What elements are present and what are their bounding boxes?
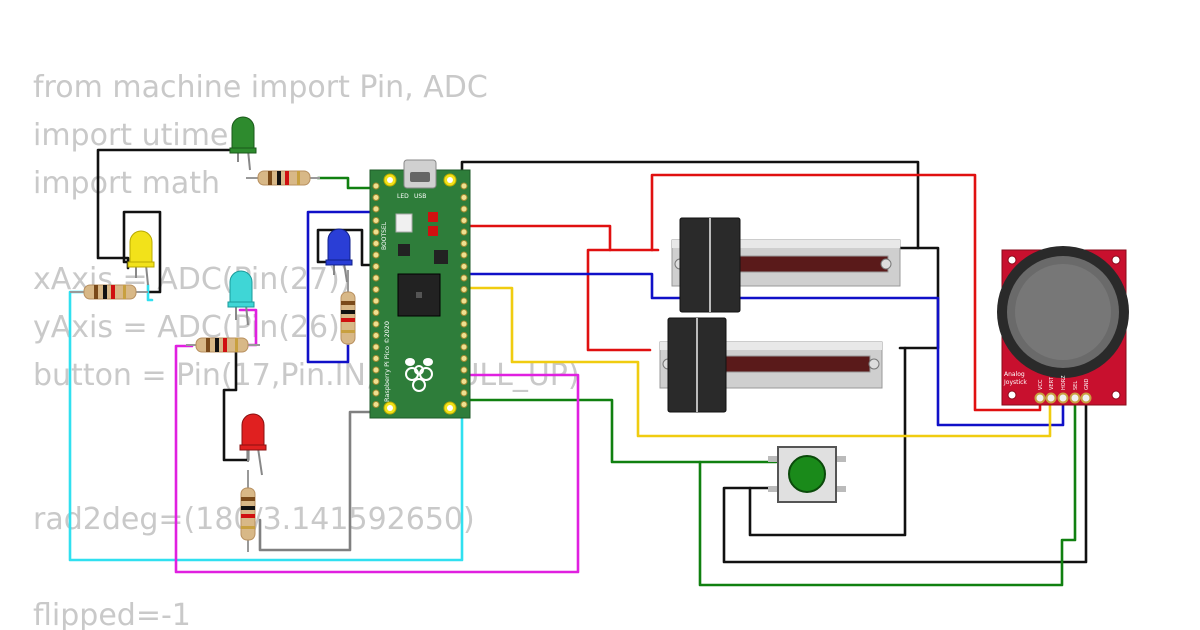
wire-black-button[interactable] xyxy=(748,346,907,537)
pico-pin[interactable] xyxy=(372,297,380,305)
joystick-label-1: Analog xyxy=(1004,371,1025,378)
wire-red-pot2[interactable] xyxy=(586,248,652,352)
raspberry-logo-icon xyxy=(405,358,433,392)
resistor-red-led[interactable] xyxy=(240,470,256,552)
pico-pin[interactable] xyxy=(460,401,468,408)
code-line: yAxis = ADC(Pin(26)) xyxy=(33,310,352,345)
pico-label: Raspberry Pi Pico ©2020 xyxy=(383,321,391,402)
pico-pin[interactable] xyxy=(372,263,380,270)
pico-pin[interactable] xyxy=(372,309,380,316)
bootsel-button[interactable] xyxy=(395,213,413,233)
code-line: from machine import Pin, ADC xyxy=(33,70,488,105)
pico-pin[interactable] xyxy=(372,240,380,247)
resistor-green-led[interactable] xyxy=(246,170,320,186)
blue-led[interactable] xyxy=(325,228,353,283)
pico-pin[interactable] xyxy=(460,217,468,224)
pico-pin[interactable] xyxy=(460,228,468,236)
wire-blue-adc[interactable] xyxy=(460,272,1065,427)
wire-yellow-adc[interactable] xyxy=(460,286,1052,438)
pico-pin[interactable] xyxy=(460,366,468,374)
pico-pin[interactable] xyxy=(372,332,380,339)
resistor-cyan-led[interactable] xyxy=(186,337,260,353)
pico-pin[interactable] xyxy=(460,182,468,190)
joystick-pin-label: VERT xyxy=(1049,376,1055,390)
pico-pin[interactable] xyxy=(372,355,380,362)
green-led[interactable] xyxy=(229,116,257,171)
pico-pin[interactable] xyxy=(372,194,380,201)
slide-potentiometer-2[interactable] xyxy=(659,317,883,413)
push-button[interactable] xyxy=(768,446,846,503)
wire-green-joy-sel[interactable] xyxy=(698,396,1077,587)
pico-pin[interactable] xyxy=(372,343,380,351)
pico-pin[interactable] xyxy=(372,217,380,224)
pico-pin[interactable] xyxy=(460,194,468,201)
wire-black-yellow-led[interactable] xyxy=(122,210,162,294)
pico-pin[interactable] xyxy=(460,297,468,305)
cyan-led[interactable] xyxy=(227,270,255,326)
wire-green-led[interactable] xyxy=(316,176,382,190)
pico-pin[interactable] xyxy=(372,401,380,408)
joystick-pin-label: HORZ xyxy=(1061,375,1067,390)
code-line: import math xyxy=(33,166,220,201)
wire-green-button[interactable] xyxy=(460,398,778,464)
pico-pin[interactable] xyxy=(372,378,380,385)
joystick-label-2: Joystick xyxy=(1003,379,1027,386)
wire-red-vcc[interactable] xyxy=(460,224,660,252)
pico-pin[interactable] xyxy=(460,240,468,247)
wire-cyan-short[interactable] xyxy=(146,283,154,302)
pico-pin[interactable] xyxy=(372,182,380,190)
pico-pin[interactable] xyxy=(372,205,380,213)
resistor-blue-led[interactable] xyxy=(340,270,356,345)
slide-potentiometer-1[interactable] xyxy=(671,217,901,313)
pico-pin[interactable] xyxy=(460,332,468,339)
red-led[interactable] xyxy=(239,413,267,476)
joystick-pins xyxy=(1034,392,1092,404)
code-line: flipped=-1 xyxy=(33,598,191,630)
pico-pin[interactable] xyxy=(460,286,468,293)
pico-pin[interactable] xyxy=(460,343,468,351)
wire-gray[interactable] xyxy=(258,410,382,552)
analog-joystick[interactable]: Analog Joystick VCC VERT HORZ SEL GND xyxy=(997,246,1129,406)
resistor-yellow-led[interactable] xyxy=(70,284,148,300)
pico-pin[interactable] xyxy=(460,378,468,385)
pico-pin[interactable] xyxy=(460,355,468,362)
bootsel-label: BOOTSEL xyxy=(381,221,388,250)
wire-black-green-led[interactable] xyxy=(96,148,240,270)
led-label: LED xyxy=(397,193,409,200)
pico-pin[interactable] xyxy=(460,251,468,259)
wire-blue-led-data[interactable] xyxy=(306,210,382,364)
wire-red-joy-vcc[interactable] xyxy=(650,173,1042,412)
pico-pin[interactable] xyxy=(460,205,468,213)
usb-label: USB xyxy=(414,193,426,200)
pico-pin[interactable] xyxy=(372,274,380,282)
raspberry-pi-pico[interactable]: Raspberry Pi Pico ©2020 LED USB BOOTSEL xyxy=(369,159,471,419)
pico-pin[interactable] xyxy=(372,389,380,397)
pico-pin[interactable] xyxy=(460,389,468,397)
pico-pin[interactable] xyxy=(372,251,380,259)
pico-pin[interactable] xyxy=(372,286,380,293)
wire-magenta[interactable] xyxy=(174,344,580,574)
joystick-pin-label: SEL xyxy=(1073,381,1079,390)
joystick-pin-label: GND xyxy=(1084,378,1090,390)
pico-pin[interactable] xyxy=(460,309,468,316)
pico-pin[interactable] xyxy=(372,320,380,328)
pico-pin[interactable] xyxy=(372,366,380,374)
yellow-led[interactable] xyxy=(127,230,155,286)
pico-pin[interactable] xyxy=(372,228,380,236)
code-line: import utime xyxy=(33,118,229,153)
joystick-pin-label: VCC xyxy=(1038,379,1044,390)
pico-pin[interactable] xyxy=(460,263,468,270)
wire-black-joy-gnd[interactable] xyxy=(722,396,1088,564)
pico-pin[interactable] xyxy=(460,320,468,328)
pico-pin[interactable] xyxy=(460,274,468,282)
